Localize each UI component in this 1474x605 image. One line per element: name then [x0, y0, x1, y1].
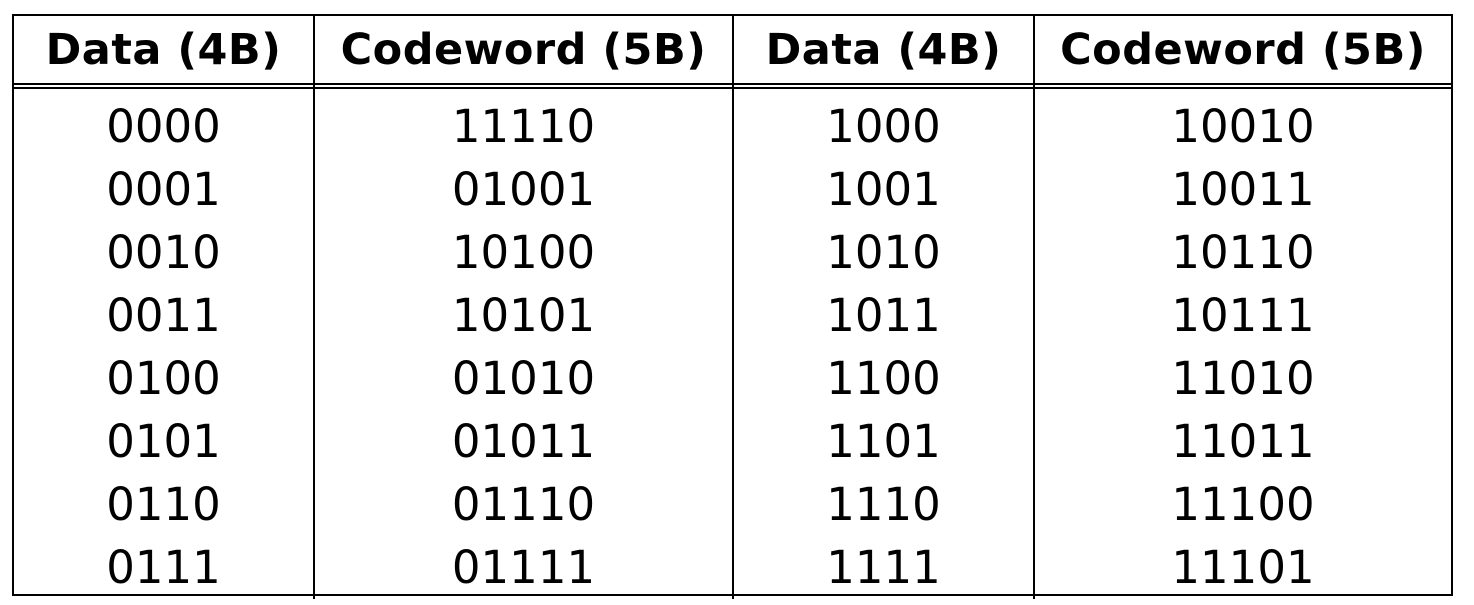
table-row: 0100 01010 1100 11010	[14, 347, 1451, 410]
table-cell: 11011	[1033, 410, 1451, 473]
table-cell: 1111	[732, 536, 1034, 599]
table-cell: 1101	[732, 410, 1034, 473]
table-cell: 10011	[1033, 158, 1451, 221]
table-row: 0010 10100 1010 10110	[14, 221, 1451, 284]
table-cell: 01010	[313, 347, 733, 410]
table-cell: 10100	[313, 221, 733, 284]
table-cell: 0110	[106, 478, 221, 531]
table-row: 0001 01001 1001 10011	[14, 158, 1451, 221]
table-cell: 11110	[313, 88, 733, 158]
table-row: 0101 01011 1101 11011	[14, 410, 1451, 473]
table-cell: 11100	[1033, 473, 1451, 536]
table-cell: 1000	[732, 88, 1034, 158]
table-row: 0110 01110 1110 11100	[14, 473, 1451, 536]
table-cell: 1011	[732, 284, 1034, 347]
table-header: Data (4B) Codeword (5B) Data (4B) Codewo…	[14, 16, 1451, 89]
table-cell: 10101	[313, 284, 733, 347]
header-codeword-left: Codeword (5B)	[313, 16, 733, 85]
table-cell: 0011	[106, 289, 221, 342]
table-cell: 0000	[106, 100, 221, 153]
table-cell: 1001	[732, 158, 1034, 221]
table-cell: 10110	[1033, 221, 1451, 284]
table-cell: 0010	[106, 226, 221, 279]
table-cell: 1010	[732, 221, 1034, 284]
table-cell: 01110	[313, 473, 733, 536]
table-cell: 10111	[1033, 284, 1451, 347]
table-cell: 11010	[1033, 347, 1451, 410]
table-cell: 1110	[732, 473, 1034, 536]
table-cell: 11101	[1033, 536, 1451, 599]
header-data-right: Data (4B)	[732, 16, 1034, 85]
table-row: 0111 01111 1111 11101	[14, 536, 1451, 599]
table-cell: 0111	[106, 541, 221, 594]
encoding-table-container: Data (4B) Codeword (5B) Data (4B) Codewo…	[12, 14, 1453, 599]
table-cell: 10010	[1033, 88, 1451, 158]
table-cell: 0100	[106, 352, 221, 405]
header-codeword-right: Codeword (5B)	[1033, 16, 1451, 85]
header-double-rule	[14, 84, 1451, 89]
header-data-left: Data (4B)	[14, 16, 314, 85]
table-cell: 0101	[106, 415, 221, 468]
table-row: 0011 10101 1011 10111	[14, 284, 1451, 347]
table-body: 0000 11110 1000 10010 0001 01001 1001 10…	[14, 88, 1451, 599]
encoding-table: Data (4B) Codeword (5B) Data (4B) Codewo…	[14, 16, 1451, 599]
header-row: Data (4B) Codeword (5B) Data (4B) Codewo…	[14, 16, 1451, 85]
table-cell: 01111	[313, 536, 733, 599]
table-cell: 1100	[732, 347, 1034, 410]
table-row: 0000 11110 1000 10010	[14, 88, 1451, 158]
table-cell: 01011	[313, 410, 733, 473]
table-cell: 0001	[106, 163, 221, 216]
table-cell: 01001	[313, 158, 733, 221]
